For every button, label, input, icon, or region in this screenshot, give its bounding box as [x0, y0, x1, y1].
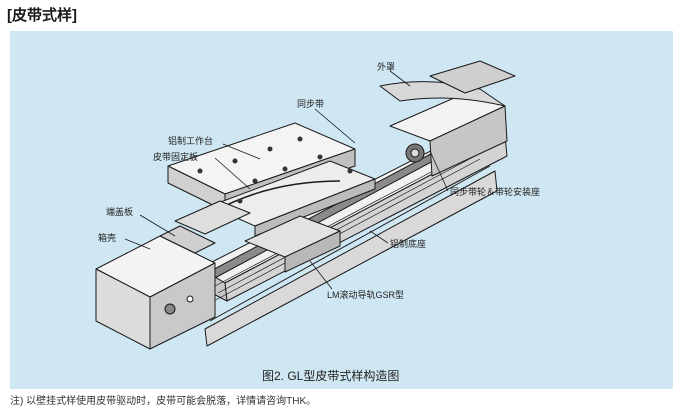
- label-belt-fixing-plate: 皮带固定板: [153, 152, 199, 162]
- label-outer-cover: 外罩: [377, 62, 396, 72]
- label-lm-guide: LM滚动导轨GSR型: [327, 290, 405, 300]
- motor-housing: [95, 235, 216, 350]
- outer-cover: [379, 60, 516, 107]
- end-cover-plate: [159, 225, 216, 254]
- figure-panel: 外罩 同步带 铝制工作台 皮带固定板 端盖板 箱壳 同步带轮＆带轮安装座 铝制底…: [10, 31, 673, 389]
- label-timing-belt: 同步带: [297, 99, 325, 109]
- page-title: [皮带式样]: [7, 7, 77, 24]
- label-aluminum-base: 铝制底座: [390, 239, 427, 249]
- label-housing: 箱壳: [98, 233, 117, 243]
- footnote: 注) 以壁挂式样使用皮带驱动时，皮带可能会脱落，详情请咨询THK。: [10, 396, 317, 407]
- pulley-block: [389, 90, 508, 177]
- actuator-illustration: [95, 60, 516, 350]
- label-pulley-mount: 同步带轮＆带轮安装座: [450, 187, 541, 197]
- label-aluminum-table: 铝制工作台: [168, 136, 214, 146]
- lm-carriage: [174, 200, 341, 273]
- belt-fixing-plate: [209, 160, 376, 237]
- figure-caption: 图2. GL型皮带式样构造图: [262, 369, 400, 383]
- label-end-cover-plate: 端盖板: [106, 207, 134, 217]
